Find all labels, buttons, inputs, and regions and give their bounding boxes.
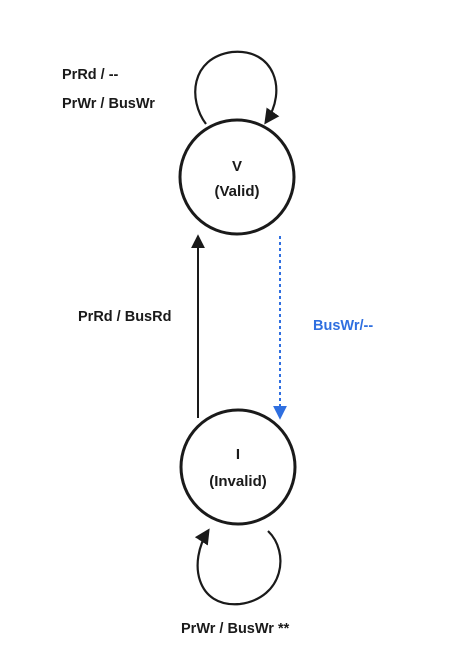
state-valid-name: (Valid) bbox=[214, 183, 259, 200]
invalid-self-loop-label: PrWr / BusWr ** bbox=[181, 621, 290, 637]
valid-self-loop-label-write: PrWr / BusWr bbox=[62, 96, 155, 112]
valid-to-invalid-label: BusWr/-- bbox=[313, 318, 373, 334]
state-valid-letter: V bbox=[232, 158, 242, 175]
valid-self-loop-arrow bbox=[194, 50, 280, 125]
valid-self-loop-label-read: PrRd / -- bbox=[62, 67, 119, 83]
invalid-self-loop-arrow bbox=[194, 528, 282, 606]
state-invalid-name: (Invalid) bbox=[209, 473, 267, 490]
state-invalid-circle bbox=[179, 408, 297, 526]
invalid-to-valid-label: PrRd / BusRd bbox=[78, 309, 171, 325]
state-valid-circle bbox=[178, 118, 296, 236]
state-invalid-letter: I bbox=[236, 446, 240, 463]
